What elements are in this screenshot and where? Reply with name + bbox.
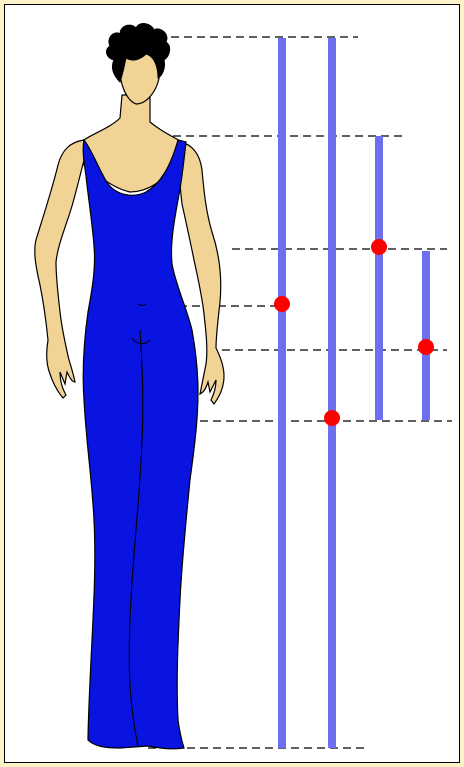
left-arm [34,139,85,399]
leg-seam [128,329,144,747]
measure-point-hip-bar2 [324,410,340,426]
hair [106,23,171,83]
measure-point-waist [274,296,290,312]
illustration-panel [4,4,460,763]
measure-point-bust [371,239,387,255]
woman-figure [34,23,225,750]
measure-point-hip-upper [418,339,434,355]
neck-shoulders [83,94,183,193]
dress [82,138,199,750]
right-arm [177,141,225,406]
navel-detail [131,303,151,345]
